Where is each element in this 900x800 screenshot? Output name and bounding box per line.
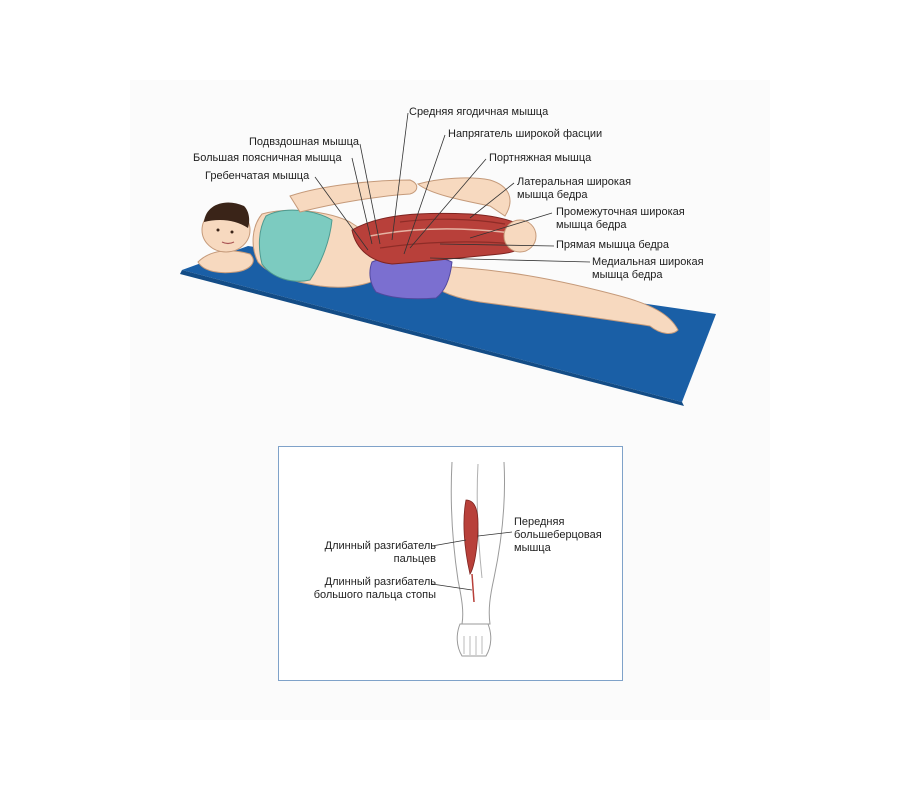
hair (204, 202, 250, 228)
leg-outline (450, 461, 506, 625)
label-sartorius: Портняжная мышца (489, 152, 592, 164)
upper-arm (289, 179, 418, 213)
lower-leg (429, 265, 679, 334)
inset-frame (278, 446, 623, 681)
label-tensor-fasciae-latae: Напрягатель широкой фасции (448, 128, 603, 140)
label-vastus-medialis: Медиальная широкая мышца бедра (592, 256, 704, 281)
label-gluteus-medius: Средняя ягодичная мышца (409, 106, 549, 118)
tibialis-anterior-muscle (463, 499, 479, 575)
pointer-lines (314, 112, 591, 263)
label-pectineus: Гребенчатая мышца (205, 170, 310, 182)
bent-calf (416, 177, 511, 217)
label-rectus-femoris: Прямая мышца бедра (556, 239, 670, 251)
knee (503, 219, 537, 253)
label-iliacus: Подвздошная мышца (249, 136, 359, 148)
label-tibialis-anterior: Передняя большеберцовая мышца (514, 516, 602, 554)
label-psoas-major: Большая поясничная мышца (193, 152, 342, 164)
label-vastus-lateralis: Латеральная широкая мышца бедра (517, 176, 632, 201)
foot-bones (456, 623, 492, 657)
sports-top (258, 209, 333, 282)
label-extensor-hallucis-longus: Длинный разгибатель большого пальца стоп… (313, 576, 436, 601)
label-vastus-intermedius: Промежуточная широкая мышца бедра (556, 206, 685, 231)
label-extensor-digitorum-longus: Длинный разгибатель пальцев (324, 540, 436, 565)
inset-pointer-lines (431, 531, 513, 591)
